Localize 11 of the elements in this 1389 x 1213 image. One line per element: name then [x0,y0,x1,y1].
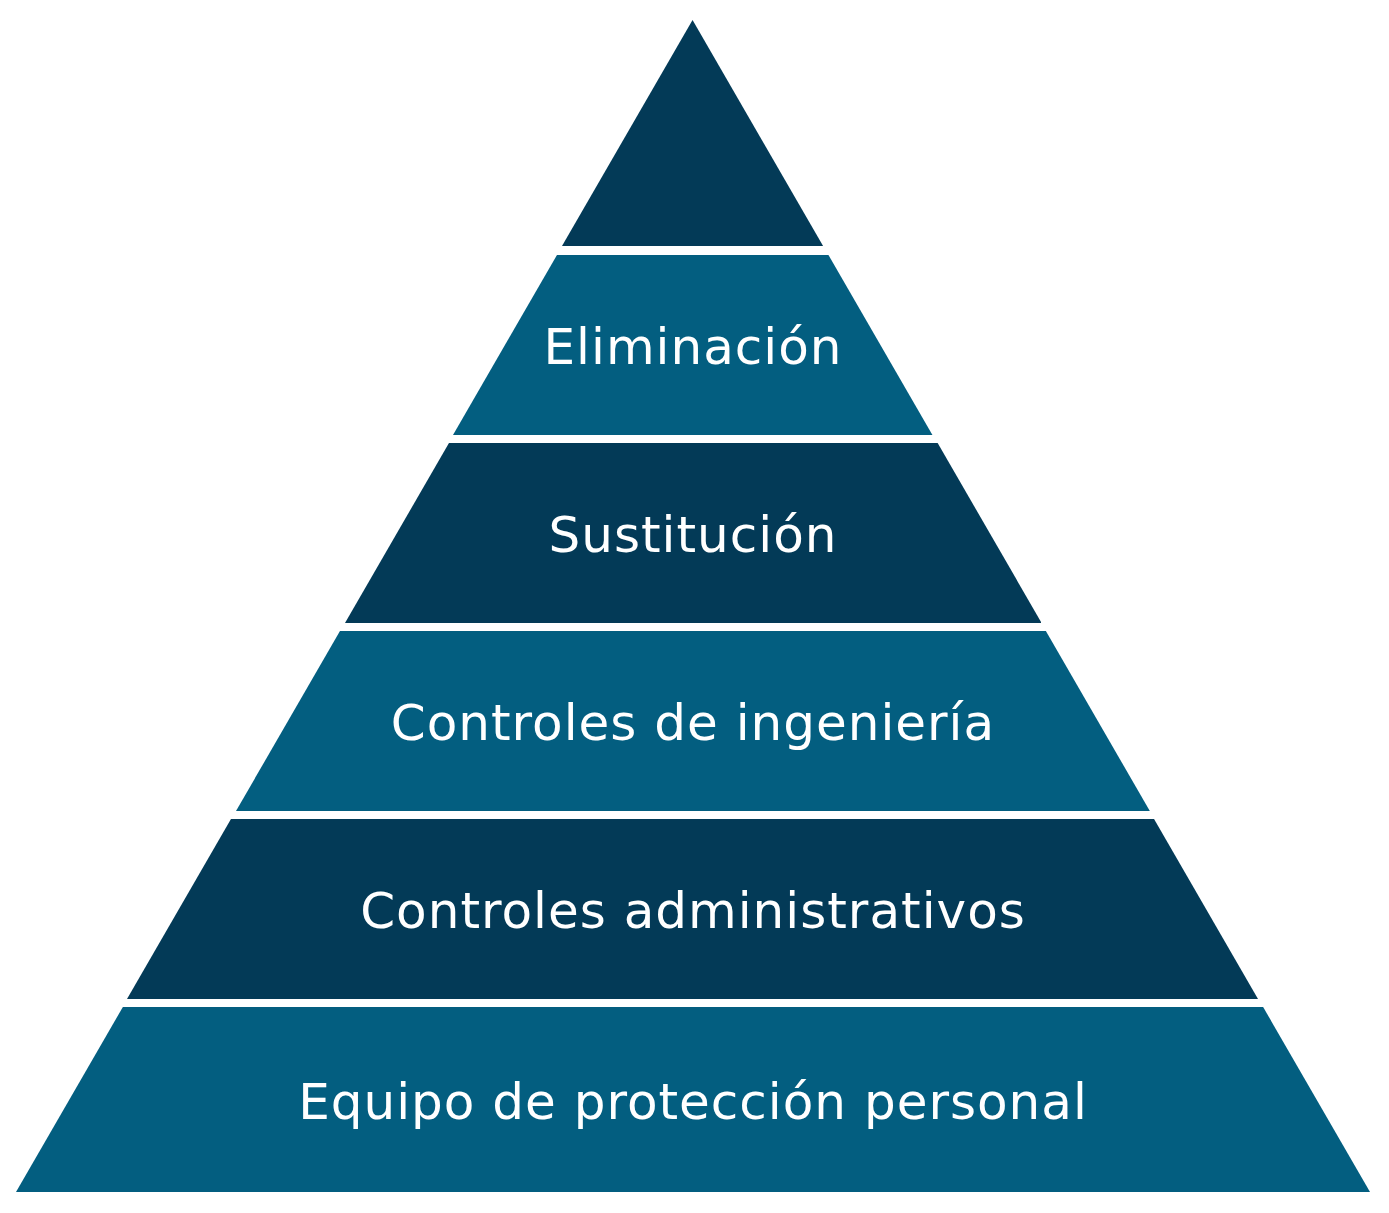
pyramid-level [16,1007,1370,1192]
pyramid-apex [562,20,824,246]
level-label: Controles de ingeniería [390,694,996,753]
level-label: Sustitución [548,506,838,565]
pyramid-level [127,819,1259,999]
level-label: Controles administrativos [360,882,1026,941]
level-label: Eliminación [543,318,843,377]
pyramid-level [453,255,933,435]
pyramid-level [344,443,1042,623]
level-label: Equipo de protección personal [298,1072,1088,1131]
pyramid-level [236,631,1150,811]
